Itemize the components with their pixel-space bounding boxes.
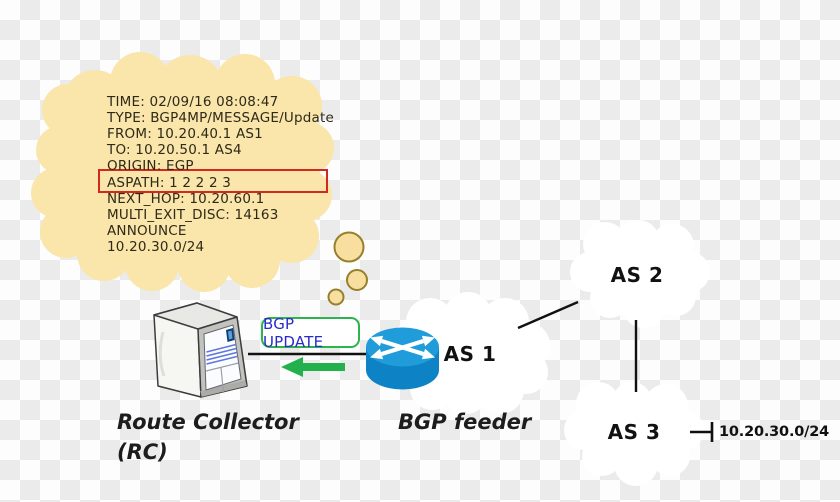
update-direction-arrow (281, 357, 345, 377)
route-collector-sublabel: (RC) (117, 440, 168, 464)
bgp-feeder-label: BGP feeder (398, 410, 532, 434)
as2-label: AS 2 (610, 263, 664, 287)
route-collector-label: Route Collector (117, 410, 299, 434)
link-as1-as2 (517, 300, 579, 330)
server-drive-bays (205, 362, 239, 394)
as2-cloud (570, 220, 710, 328)
bubble-line-prefix: 10.20.30.0/24 (107, 239, 205, 255)
server-vent-stripes (206, 343, 238, 365)
thought-bubble-trail (327, 231, 368, 306)
bubble-line-to: TO: 10.20.50.1 AS4 (107, 142, 242, 158)
prefix-label: 10.20.30.0/24 (719, 424, 830, 440)
bgp-update-badge: BGP UPDATE (261, 315, 360, 351)
bubble-line-from: FROM: 10.20.40.1 AS1 (107, 126, 263, 142)
bubble-line-time: TIME: 02/09/16 08:08:47 (107, 94, 279, 110)
as1-label: AS 1 (443, 342, 497, 366)
as1-cloud (394, 292, 550, 414)
server-icon (153, 302, 248, 398)
bubble-line-origin: ORIGIN: EGP (107, 158, 194, 174)
bubble-line-type: TYPE: BGP4MP/MESSAGE/Update (107, 110, 334, 126)
prefix-stub-symbol (690, 422, 714, 442)
bubble-line-nexthop: NEXT_HOP: 10.20.60.1 (107, 191, 265, 207)
router-icon (366, 327, 439, 390)
thought-bubble-cloud (31, 52, 334, 292)
as3-label: AS 3 (607, 420, 661, 444)
trail-bubble-large (333, 231, 365, 263)
bubble-line-announce: ANNOUNCE (107, 223, 187, 239)
bubble-line-med: MULTI_EXIT_DISC: 14163 (107, 207, 279, 223)
trail-bubble-small (327, 288, 345, 306)
trail-bubble-medium (346, 269, 368, 291)
as3-cloud (564, 382, 704, 486)
bubble-line-aspath: ASPATH: 1 2 2 2 3 (107, 175, 232, 191)
aspath-highlight-box (98, 169, 328, 193)
